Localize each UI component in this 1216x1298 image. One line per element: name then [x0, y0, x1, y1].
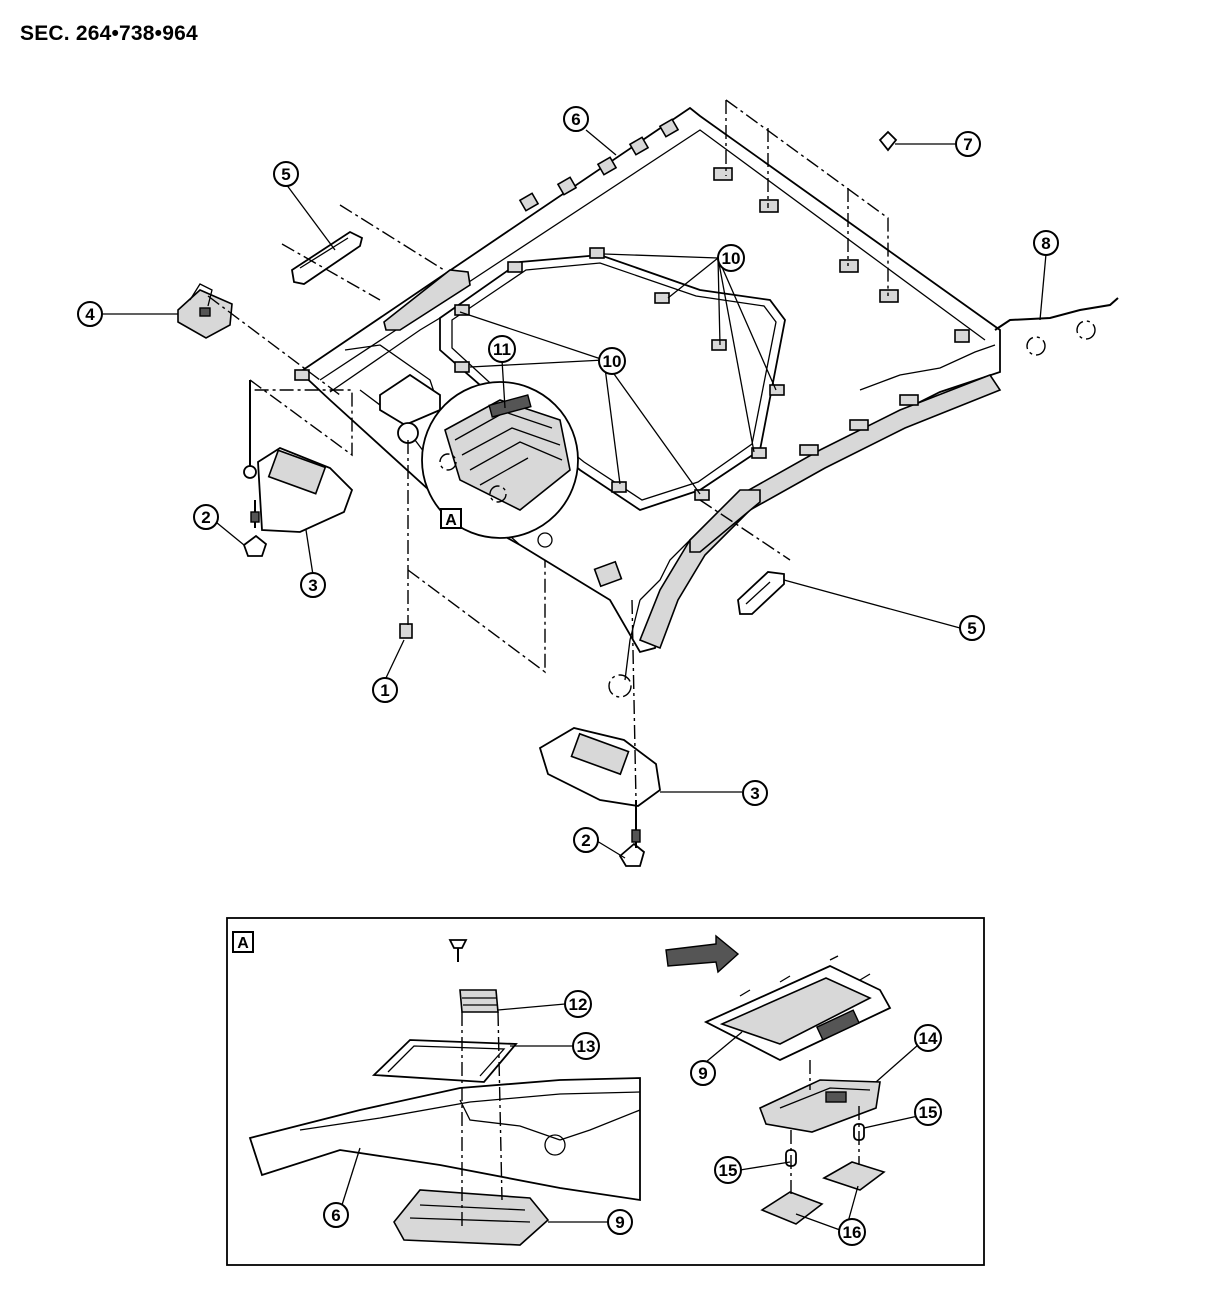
- svg-text:10: 10: [603, 352, 622, 371]
- screws: [250, 500, 641, 848]
- svg-text:5: 5: [967, 619, 976, 638]
- callout-10-upper: 10: [717, 244, 745, 272]
- svg-text:2: 2: [581, 831, 590, 850]
- callout-15-left: 15: [714, 1156, 742, 1184]
- callout-14: 14: [914, 1024, 942, 1052]
- svg-text:16: 16: [843, 1223, 862, 1242]
- part-3-sun-visor-left: [243, 380, 354, 533]
- svg-text:15: 15: [919, 1103, 938, 1122]
- callout-12: 12: [564, 990, 592, 1018]
- dashed-guides: [207, 99, 889, 801]
- svg-text:15: 15: [719, 1161, 738, 1180]
- part-2-visor-hook-right: [618, 842, 646, 867]
- callout-8: 8: [1033, 230, 1059, 256]
- svg-text:1: 1: [380, 681, 389, 700]
- callout-2-left: 2: [193, 504, 219, 530]
- callout-9-left: 9: [607, 1209, 633, 1235]
- detail-panel-label: A: [237, 935, 249, 952]
- svg-text:14: 14: [919, 1029, 938, 1048]
- callout-10-lower: 10: [598, 347, 626, 375]
- callout-15-right: 15: [914, 1098, 942, 1126]
- svg-text:9: 9: [615, 1213, 624, 1232]
- svg-text:10: 10: [722, 249, 741, 268]
- callout-6: 6: [563, 106, 589, 132]
- callout-3-left: 3: [300, 572, 326, 598]
- detail-a-panel: A: [226, 917, 985, 1266]
- part-5-grab-handle-rear: [737, 571, 785, 615]
- callout-4: 4: [77, 301, 103, 327]
- part-3-sun-visor-right: [538, 727, 661, 807]
- svg-text:8: 8: [1041, 234, 1050, 253]
- callout-11: 11: [488, 335, 516, 363]
- callout-leaders: [95, 129, 1047, 859]
- svg-text:13: 13: [577, 1037, 596, 1056]
- svg-text:4: 4: [85, 305, 95, 324]
- svg-text:2: 2: [201, 508, 210, 527]
- callout-16: 16: [838, 1218, 866, 1246]
- callout-5-lower: 5: [959, 615, 985, 641]
- svg-text:6: 6: [331, 1206, 340, 1225]
- callout-9-right: 9: [690, 1060, 716, 1086]
- part-1-clip: [399, 623, 413, 639]
- svg-text:11: 11: [493, 340, 511, 359]
- callout-2-right: 2: [573, 827, 599, 853]
- part-7-clip: [878, 130, 898, 152]
- svg-text:3: 3: [750, 784, 759, 803]
- callout-5-upper: 5: [273, 161, 299, 187]
- detail-a-label: A: [445, 512, 457, 529]
- section-title: SEC. 264•738•964: [20, 22, 198, 45]
- svg-text:3: 3: [308, 576, 317, 595]
- part-2-visor-hook-left: [242, 534, 268, 557]
- callout-13: 13: [572, 1032, 600, 1060]
- callout-6-detail: 6: [323, 1202, 349, 1228]
- svg-text:9: 9: [698, 1064, 707, 1083]
- svg-text:7: 7: [963, 135, 972, 154]
- part-4-bracket: [177, 283, 233, 339]
- callout-7: 7: [955, 131, 981, 157]
- svg-text:5: 5: [281, 165, 290, 184]
- part-5-grab-handle-front: [291, 230, 364, 285]
- headliner-panel: [294, 106, 1119, 698]
- svg-text:12: 12: [569, 995, 588, 1014]
- callout-1: 1: [372, 677, 398, 703]
- callout-3-right: 3: [742, 780, 768, 806]
- svg-text:6: 6: [571, 110, 580, 129]
- detail-a-magnifier: A: [421, 381, 579, 539]
